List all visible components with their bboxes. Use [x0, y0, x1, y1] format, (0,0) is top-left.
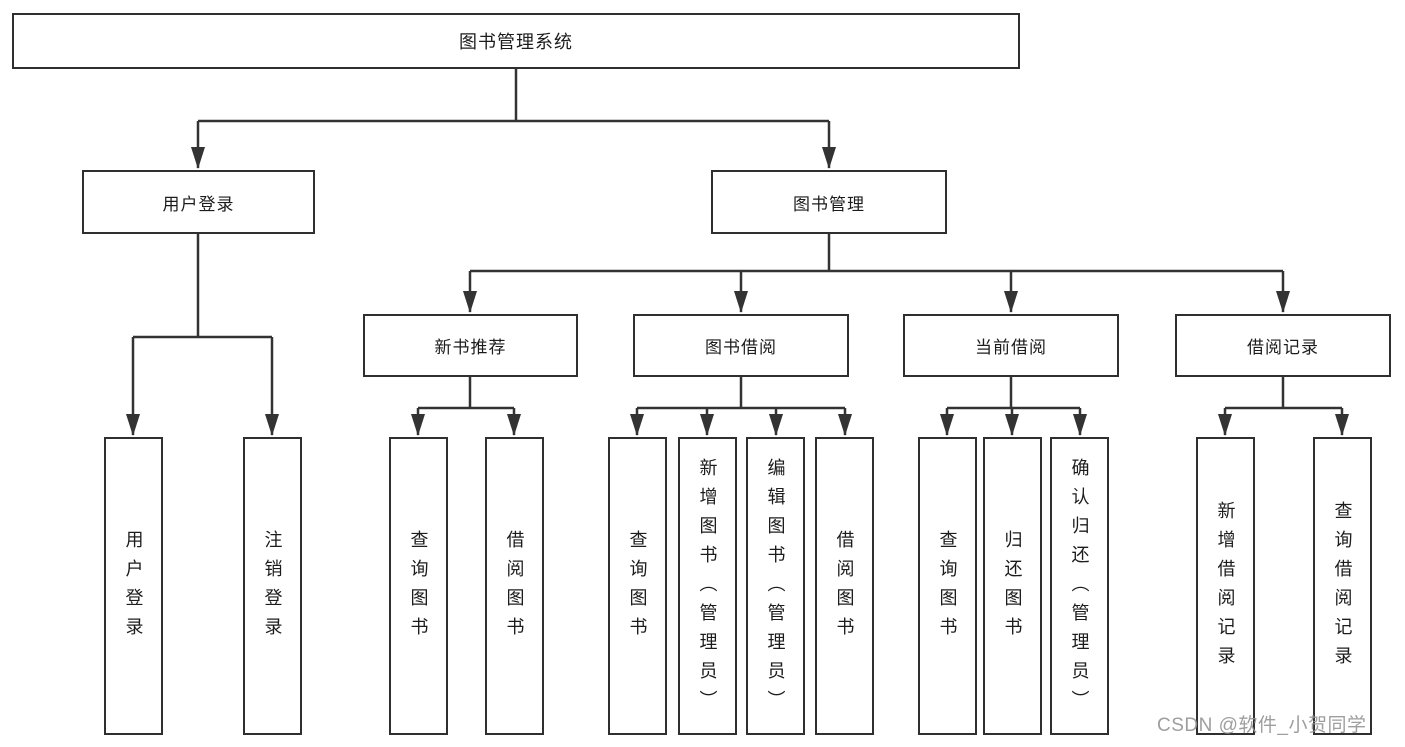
node-library-management-system: 图书管理系统 [12, 13, 1020, 69]
leaf-query-books-borrow: 查询图书 [608, 437, 667, 735]
leaf-query-borrow-record: 查询借阅记录 [1313, 437, 1372, 735]
leaf-query-books-current: 查询图书 [918, 437, 977, 735]
leaf-edit-books-admin: 编辑图书（管理员） [746, 437, 805, 735]
node-new-book-recommendation: 新书推荐 [363, 314, 578, 377]
node-borrowing-records: 借阅记录 [1175, 314, 1391, 377]
leaf-add-books-admin: 新增图书（管理员） [678, 437, 737, 735]
node-book-management: 图书管理 [711, 170, 947, 234]
leaf-add-borrow-record: 新增借阅记录 [1196, 437, 1255, 735]
leaf-borrow-books-recommend: 借阅图书 [485, 437, 544, 735]
csdn-watermark: CSDN @软件_小贺同学 [1157, 715, 1367, 736]
node-current-borrowing: 当前借阅 [903, 314, 1119, 377]
node-book-borrowing: 图书借阅 [633, 314, 849, 377]
leaf-logout: 注销登录 [243, 437, 302, 735]
leaf-borrow-books: 借阅图书 [815, 437, 874, 735]
leaf-return-books: 归还图书 [983, 437, 1042, 735]
node-user-login: 用户登录 [82, 170, 315, 234]
leaf-query-books-recommend: 查询图书 [389, 437, 448, 735]
leaf-confirm-return-admin: 确认归还（管理员） [1050, 437, 1109, 735]
leaf-user-login: 用户登录 [104, 437, 163, 735]
